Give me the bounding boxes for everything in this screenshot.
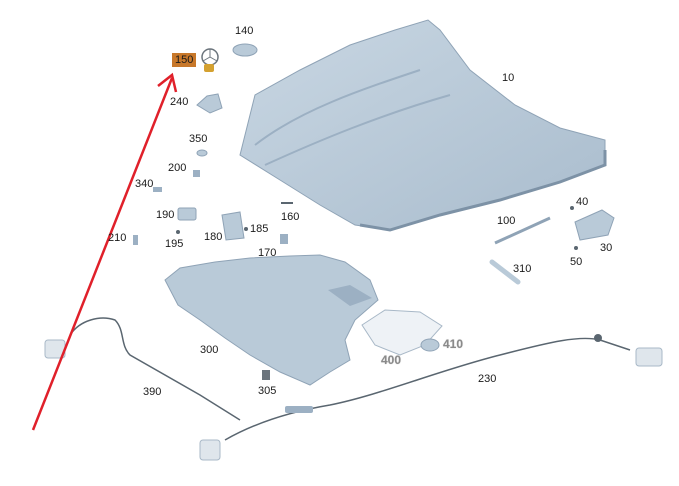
bracket-240-part[interactable]: [196, 93, 223, 114]
clip-350-part[interactable]: [196, 149, 208, 157]
screw-185-part[interactable]: [244, 227, 248, 231]
label-160[interactable]: 160: [281, 211, 300, 223]
clip-170-part[interactable]: [280, 234, 288, 244]
label-100[interactable]: 100: [497, 215, 516, 227]
label-150[interactable]: 150: [172, 53, 197, 67]
clip-210-part[interactable]: [133, 235, 138, 245]
emblem-seat-part[interactable]: [232, 43, 258, 57]
label-300[interactable]: 300: [200, 344, 219, 356]
hinge-arm-310-part[interactable]: [489, 259, 521, 285]
bolt-40-part[interactable]: [570, 206, 574, 210]
hinge-30-part[interactable]: [574, 209, 615, 241]
handle-bottom-part[interactable]: [199, 439, 221, 461]
label-340[interactable]: 340: [135, 178, 154, 190]
label-30[interactable]: 30: [600, 242, 613, 254]
star-emblem-icon: [202, 49, 218, 62]
label-210[interactable]: 210: [108, 232, 127, 244]
lock-right-part[interactable]: [635, 347, 663, 367]
emblem-base: [204, 64, 214, 72]
label-390[interactable]: 390: [143, 386, 162, 398]
cable-connector: [594, 334, 602, 342]
label-305[interactable]: 305: [258, 385, 277, 397]
label-350[interactable]: 350: [189, 133, 208, 145]
clip-305-part[interactable]: [262, 370, 270, 380]
hinge-180-part[interactable]: [221, 211, 245, 241]
release-cable-230[interactable]: [224, 337, 631, 441]
label-190[interactable]: 190: [156, 209, 175, 221]
label-195[interactable]: 195: [165, 238, 184, 250]
label-180[interactable]: 180: [204, 231, 223, 243]
gas-strut-part[interactable]: [494, 216, 551, 245]
pointer-arrow: [31, 72, 178, 431]
screw-195-part[interactable]: [176, 230, 180, 234]
label-50[interactable]: 50: [570, 256, 583, 268]
label-240[interactable]: 240: [170, 96, 189, 108]
label-185[interactable]: 185: [250, 223, 269, 235]
label-10[interactable]: 10: [502, 72, 515, 84]
label-230[interactable]: 230: [478, 373, 497, 385]
label-140[interactable]: 140: [235, 25, 254, 37]
clip-340-part[interactable]: [153, 187, 162, 192]
label-310[interactable]: 310: [513, 263, 532, 275]
grommet-410-part[interactable]: [420, 338, 440, 352]
latch-190-part[interactable]: [177, 207, 197, 221]
insulation-mat-part[interactable]: [164, 254, 379, 386]
label-400[interactable]: 400: [381, 353, 402, 367]
bolt-50-part[interactable]: [574, 246, 578, 250]
label-200[interactable]: 200: [168, 162, 187, 174]
clip-200-part[interactable]: [193, 170, 200, 177]
label-410[interactable]: 410: [443, 337, 464, 351]
hood-part[interactable]: [239, 19, 607, 232]
label-40[interactable]: 40: [576, 196, 589, 208]
cable-sleeve: [285, 406, 313, 413]
label-170[interactable]: 170: [258, 247, 277, 259]
release-cable-390[interactable]: [69, 317, 241, 421]
